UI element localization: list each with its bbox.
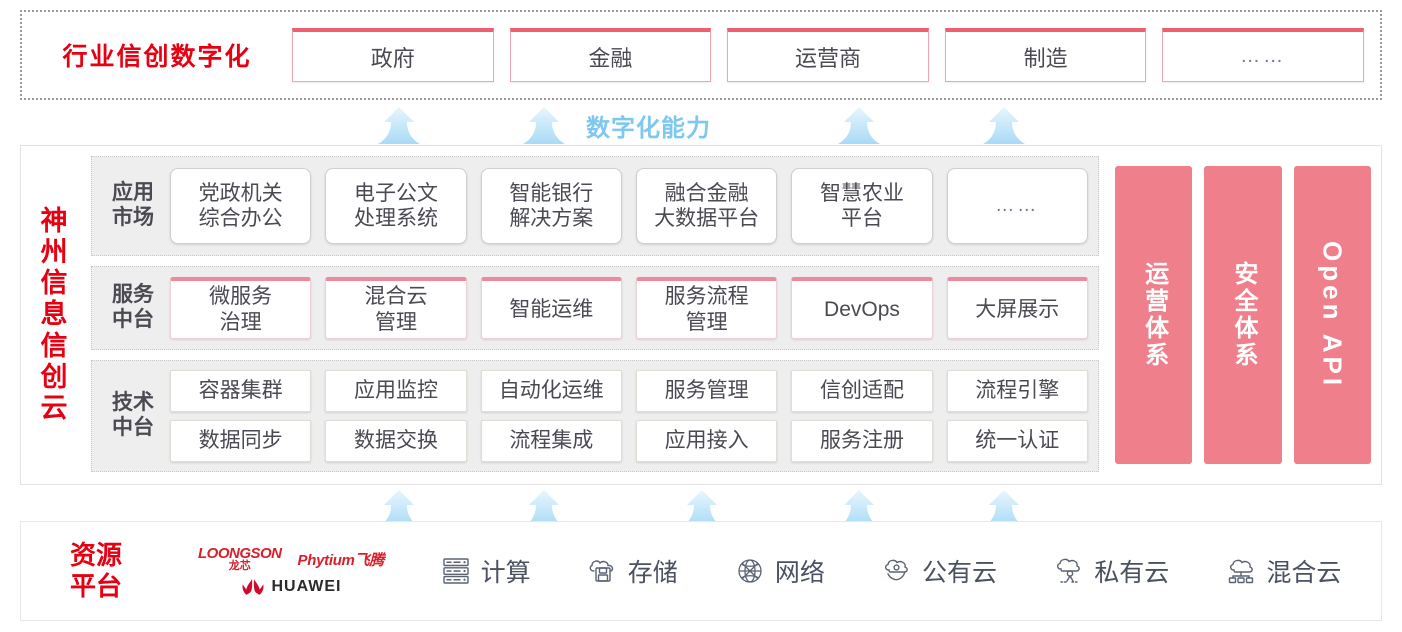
cloud-storage-icon (589, 560, 613, 582)
resource-item-network-label: 网络 (774, 559, 825, 587)
tier-tech-platform-items: 容器集群 应用监控 自动化运维 服务管理 信创适配 流程引擎 数据同步 数据交换… (170, 370, 1088, 462)
app-card-edoc-system[interactable]: 电子公文处理系统 (325, 168, 467, 244)
resource-item-network[interactable]: 网络 (733, 553, 825, 589)
tier-label-app-market: 应用市场 (112, 181, 154, 229)
resource-item-private-cloud[interactable]: 私有云 (1052, 553, 1169, 589)
tier-label-tech-platform: 技术中台 (112, 391, 154, 439)
top-arrow-strip (0, 103, 1402, 145)
resource-item-private-cloud-label: 私有云 (1094, 559, 1170, 587)
tech-card-data-exchange[interactable]: 数据交换 (325, 420, 467, 462)
cloud-pillar-list: 运营体系 安全体系 Open API (1109, 156, 1371, 474)
tier-service-platform-items: 微服务治理 混合云管理 智能运维 服务流程管理 DevOps 大屏展示 (170, 277, 1088, 339)
pillar-open-api[interactable]: Open API (1293, 166, 1371, 464)
cloud-tier-list: 应用市场 党政机关综合办公 电子公文处理系统 智能银行解决方案 融合金融大数据平… (91, 156, 1099, 474)
industry-box-telecom[interactable]: 运营商 (727, 28, 929, 82)
tech-card-app-access[interactable]: 应用接入 (635, 420, 778, 462)
loongson-logo-en: LOONGSON (198, 545, 282, 562)
tier-service-platform: 服务中台 微服务治理 混合云管理 智能运维 服务流程管理 DevOps 大屏展示 (91, 266, 1099, 350)
tech-card-xinchuang-adaptation[interactable]: 信创适配 (791, 370, 933, 412)
resource-panel: 资源平台 LOONGSON 龙芯 Phytium飞腾 HUAWEI (20, 521, 1382, 621)
resource-item-storage-label: 存储 (627, 559, 678, 587)
app-card-more[interactable]: …… (946, 168, 1088, 244)
svc-card-devops[interactable]: DevOps (791, 277, 933, 339)
private-cloud-icon (1057, 558, 1081, 583)
tier-label-service-platform: 服务中台 (112, 283, 154, 331)
up-arrow-icon (378, 107, 420, 144)
tech-card-data-sync[interactable]: 数据同步 (170, 420, 312, 462)
huawei-logo: HUAWEI (241, 578, 342, 596)
industry-box-list: 政府 金融 运营商 制造 …… (292, 28, 1380, 82)
svc-card-service-process-mgmt[interactable]: 服务流程管理 (635, 277, 778, 339)
tier-app-market-items: 党政机关综合办公 电子公文处理系统 智能银行解决方案 融合金融大数据平台 智慧农… (170, 168, 1088, 244)
resource-item-compute-label: 计算 (480, 559, 531, 587)
cloud-panel-body: 应用市场 党政机关综合办公 电子公文处理系统 智能银行解决方案 融合金融大数据平… (87, 146, 1381, 484)
tier-app-market: 应用市场 党政机关综合办公 电子公文处理系统 智能银行解决方案 融合金融大数据平… (91, 156, 1099, 256)
huawei-logo-text: HUAWEI (271, 578, 342, 595)
industry-box-finance[interactable]: 金融 (509, 28, 712, 82)
resource-item-hybrid-cloud[interactable]: 混合云 (1224, 553, 1341, 589)
tech-card-unified-auth[interactable]: 统一认证 (946, 420, 1088, 462)
tech-card-service-registry[interactable]: 服务注册 (791, 420, 933, 462)
up-arrow-icon (838, 107, 880, 144)
loongson-logo-cn: 龙芯 (228, 560, 251, 572)
resource-item-public-cloud[interactable]: 公有云 (880, 553, 997, 589)
pillar-security-system-label: 安全体系 (1229, 261, 1257, 369)
vendor-logo-row-1: LOONGSON 龙芯 Phytium飞腾 (198, 546, 384, 572)
tech-card-process-engine[interactable]: 流程引擎 (946, 370, 1088, 412)
resource-panel-title: 资源平台 (69, 539, 122, 601)
bottom-arrow-strip (0, 486, 1402, 528)
up-arrow-icon (523, 490, 565, 527)
resource-item-public-cloud-label: 公有云 (922, 559, 998, 587)
tech-card-service-mgmt[interactable]: 服务管理 (635, 370, 778, 412)
resource-item-compute[interactable]: 计算 (439, 553, 531, 589)
cloud-panel-title: 神州信息信创云 (40, 206, 68, 423)
up-arrow-icon (983, 490, 1025, 527)
tech-row-1: 容器集群 应用监控 自动化运维 服务管理 信创适配 流程引擎 (170, 370, 1088, 412)
industry-box-government[interactable]: 政府 (292, 28, 494, 82)
tech-card-container-cluster[interactable]: 容器集群 (170, 370, 312, 412)
huawei-flower-icon (241, 579, 264, 595)
resource-item-storage[interactable]: 存储 (586, 553, 678, 589)
up-arrow-icon (681, 490, 723, 527)
app-card-fintech-bigdata[interactable]: 融合金融大数据平台 (635, 168, 778, 244)
up-arrow-icon (838, 490, 880, 527)
public-cloud-icon (885, 559, 908, 581)
loongson-logo: LOONGSON 龙芯 (198, 546, 282, 572)
tech-card-app-monitoring[interactable]: 应用监控 (325, 370, 467, 412)
phytium-logo: Phytium飞腾 (297, 551, 385, 569)
pillar-operations-system[interactable]: 运营体系 (1115, 166, 1193, 464)
vendor-logo-row-2: HUAWEI (241, 578, 342, 596)
tier-tech-platform: 技术中台 容器集群 应用监控 自动化运维 服务管理 信创适配 流程引擎 数据同步 (91, 360, 1099, 472)
hybrid-cloud-icon (1229, 559, 1254, 584)
svc-card-dashboard[interactable]: 大屏展示 (946, 277, 1088, 339)
app-card-smart-agriculture[interactable]: 智慧农业平台 (791, 168, 933, 244)
up-arrow-icon (378, 490, 420, 527)
app-card-gov-office[interactable]: 党政机关综合办公 (170, 168, 312, 244)
up-arrow-icon (983, 107, 1025, 144)
vendor-logo-list: LOONGSON 龙芯 Phytium飞腾 HUAWEI (171, 546, 411, 596)
pillar-operations-system-label: 运营体系 (1140, 261, 1168, 369)
resource-item-hybrid-cloud-label: 混合云 (1266, 559, 1342, 587)
server-rack-icon (442, 558, 469, 584)
industry-band-title: 行业信创数字化 (62, 43, 252, 71)
up-arrow-icon (523, 107, 565, 144)
pillar-open-api-label: Open API (1317, 240, 1348, 390)
tech-card-automated-ops[interactable]: 自动化运维 (480, 370, 622, 412)
tech-card-process-integration[interactable]: 流程集成 (480, 420, 622, 462)
network-globe-icon (738, 559, 762, 583)
tech-row-2: 数据同步 数据交换 流程集成 应用接入 服务注册 统一认证 (170, 420, 1088, 462)
app-card-smart-bank[interactable]: 智能银行解决方案 (480, 168, 622, 244)
pillar-security-system[interactable]: 安全体系 (1204, 166, 1282, 464)
cloud-panel: 神州信息信创云 应用市场 党政机关综合办公 电子公文处理系统 智能银行解决方案 … (20, 145, 1382, 485)
industry-box-more[interactable]: …… (1162, 28, 1364, 82)
svc-card-hybrid-cloud-mgmt[interactable]: 混合云管理 (325, 277, 467, 339)
digital-capability-label: 数字化能力 (586, 115, 711, 142)
resource-item-list: 计算 存储 (411, 553, 1381, 589)
industry-band: 行业信创数字化 政府 金融 运营商 制造 …… (20, 10, 1382, 100)
industry-box-manufacturing[interactable]: 制造 (944, 28, 1147, 82)
svc-card-smart-ops[interactable]: 智能运维 (480, 277, 622, 339)
svc-card-microservice-governance[interactable]: 微服务治理 (170, 277, 312, 339)
